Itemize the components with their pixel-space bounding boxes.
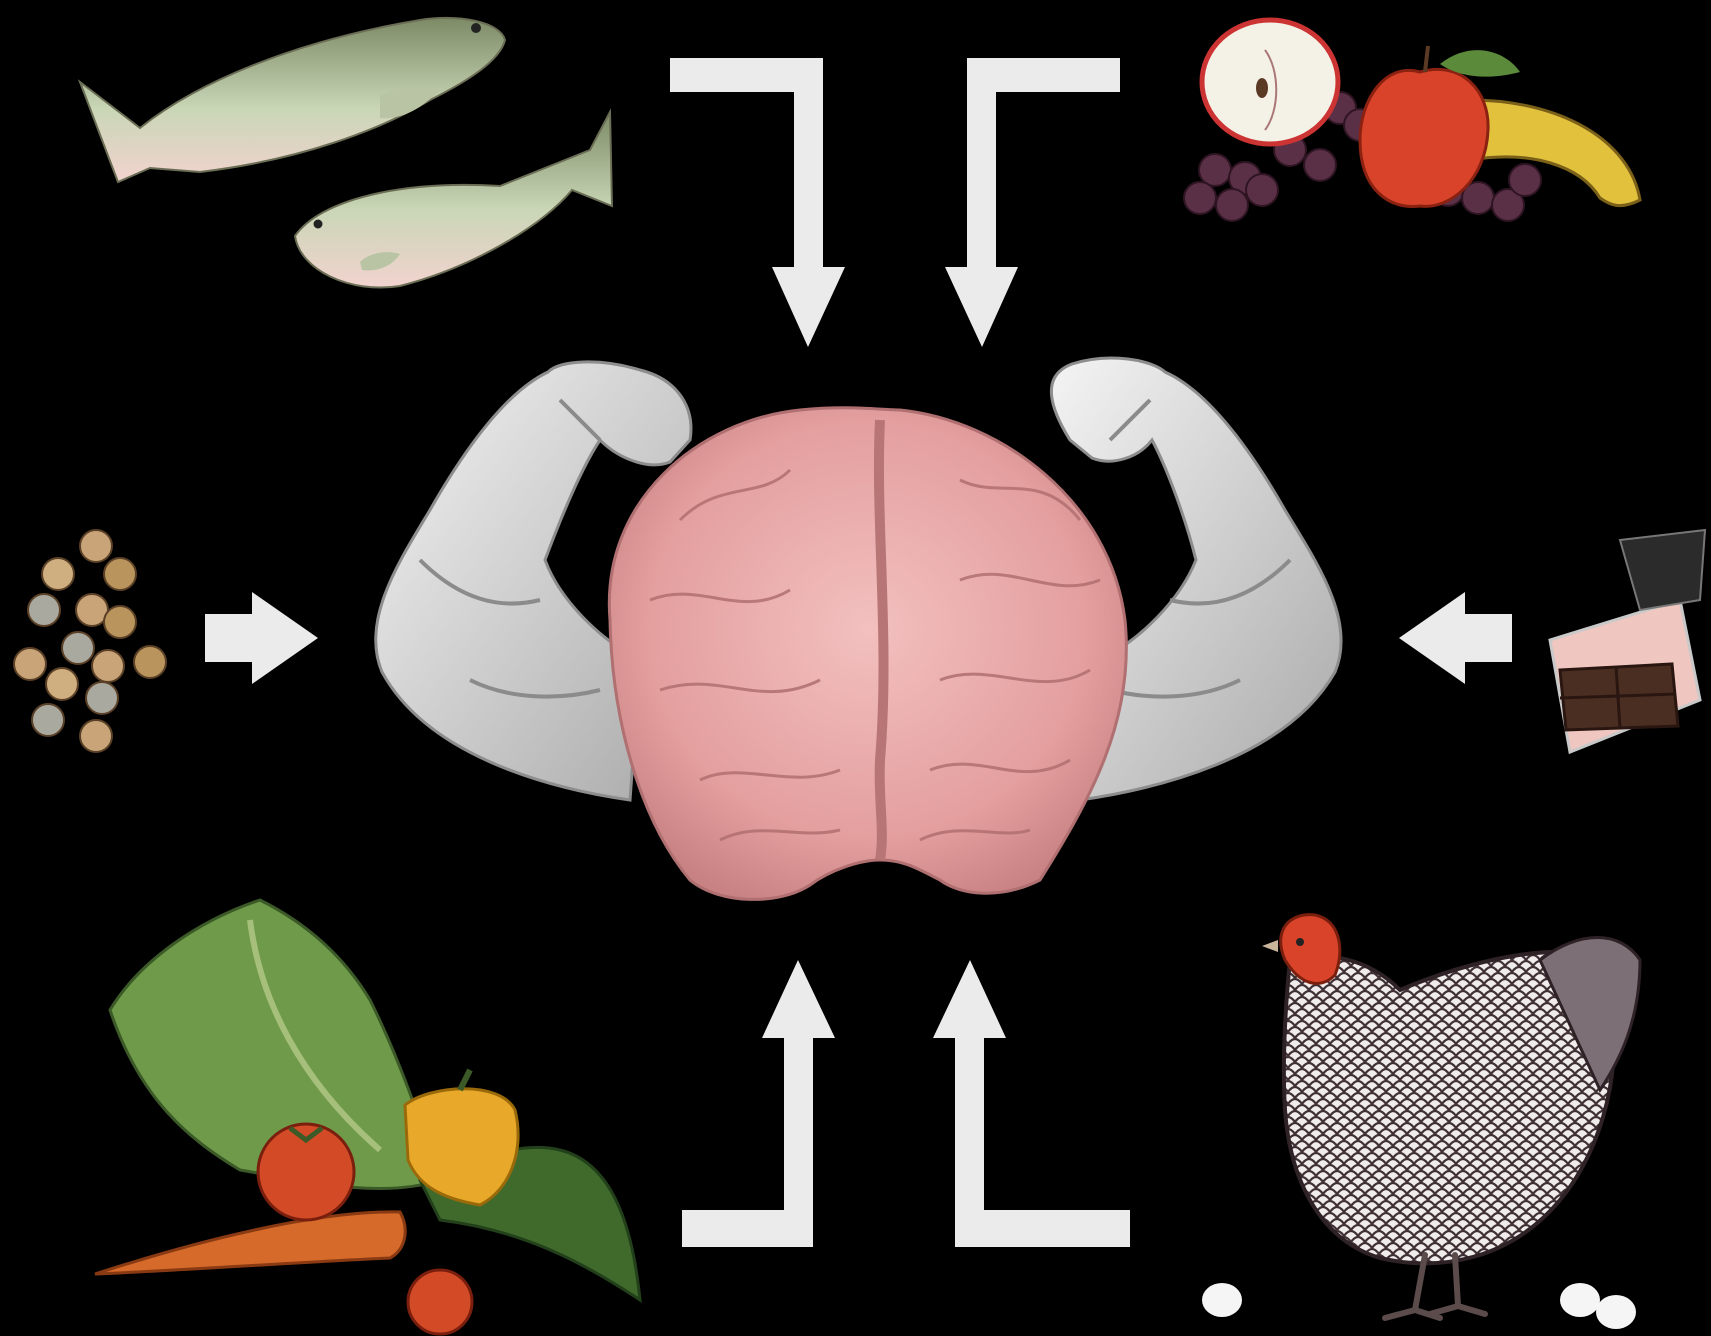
apple-half xyxy=(1202,20,1338,144)
egg-right-2 xyxy=(1596,1295,1636,1329)
egg-right-1 xyxy=(1560,1283,1600,1317)
egg-left xyxy=(1202,1283,1242,1317)
tomato-small xyxy=(408,1270,472,1334)
brain xyxy=(609,408,1126,900)
